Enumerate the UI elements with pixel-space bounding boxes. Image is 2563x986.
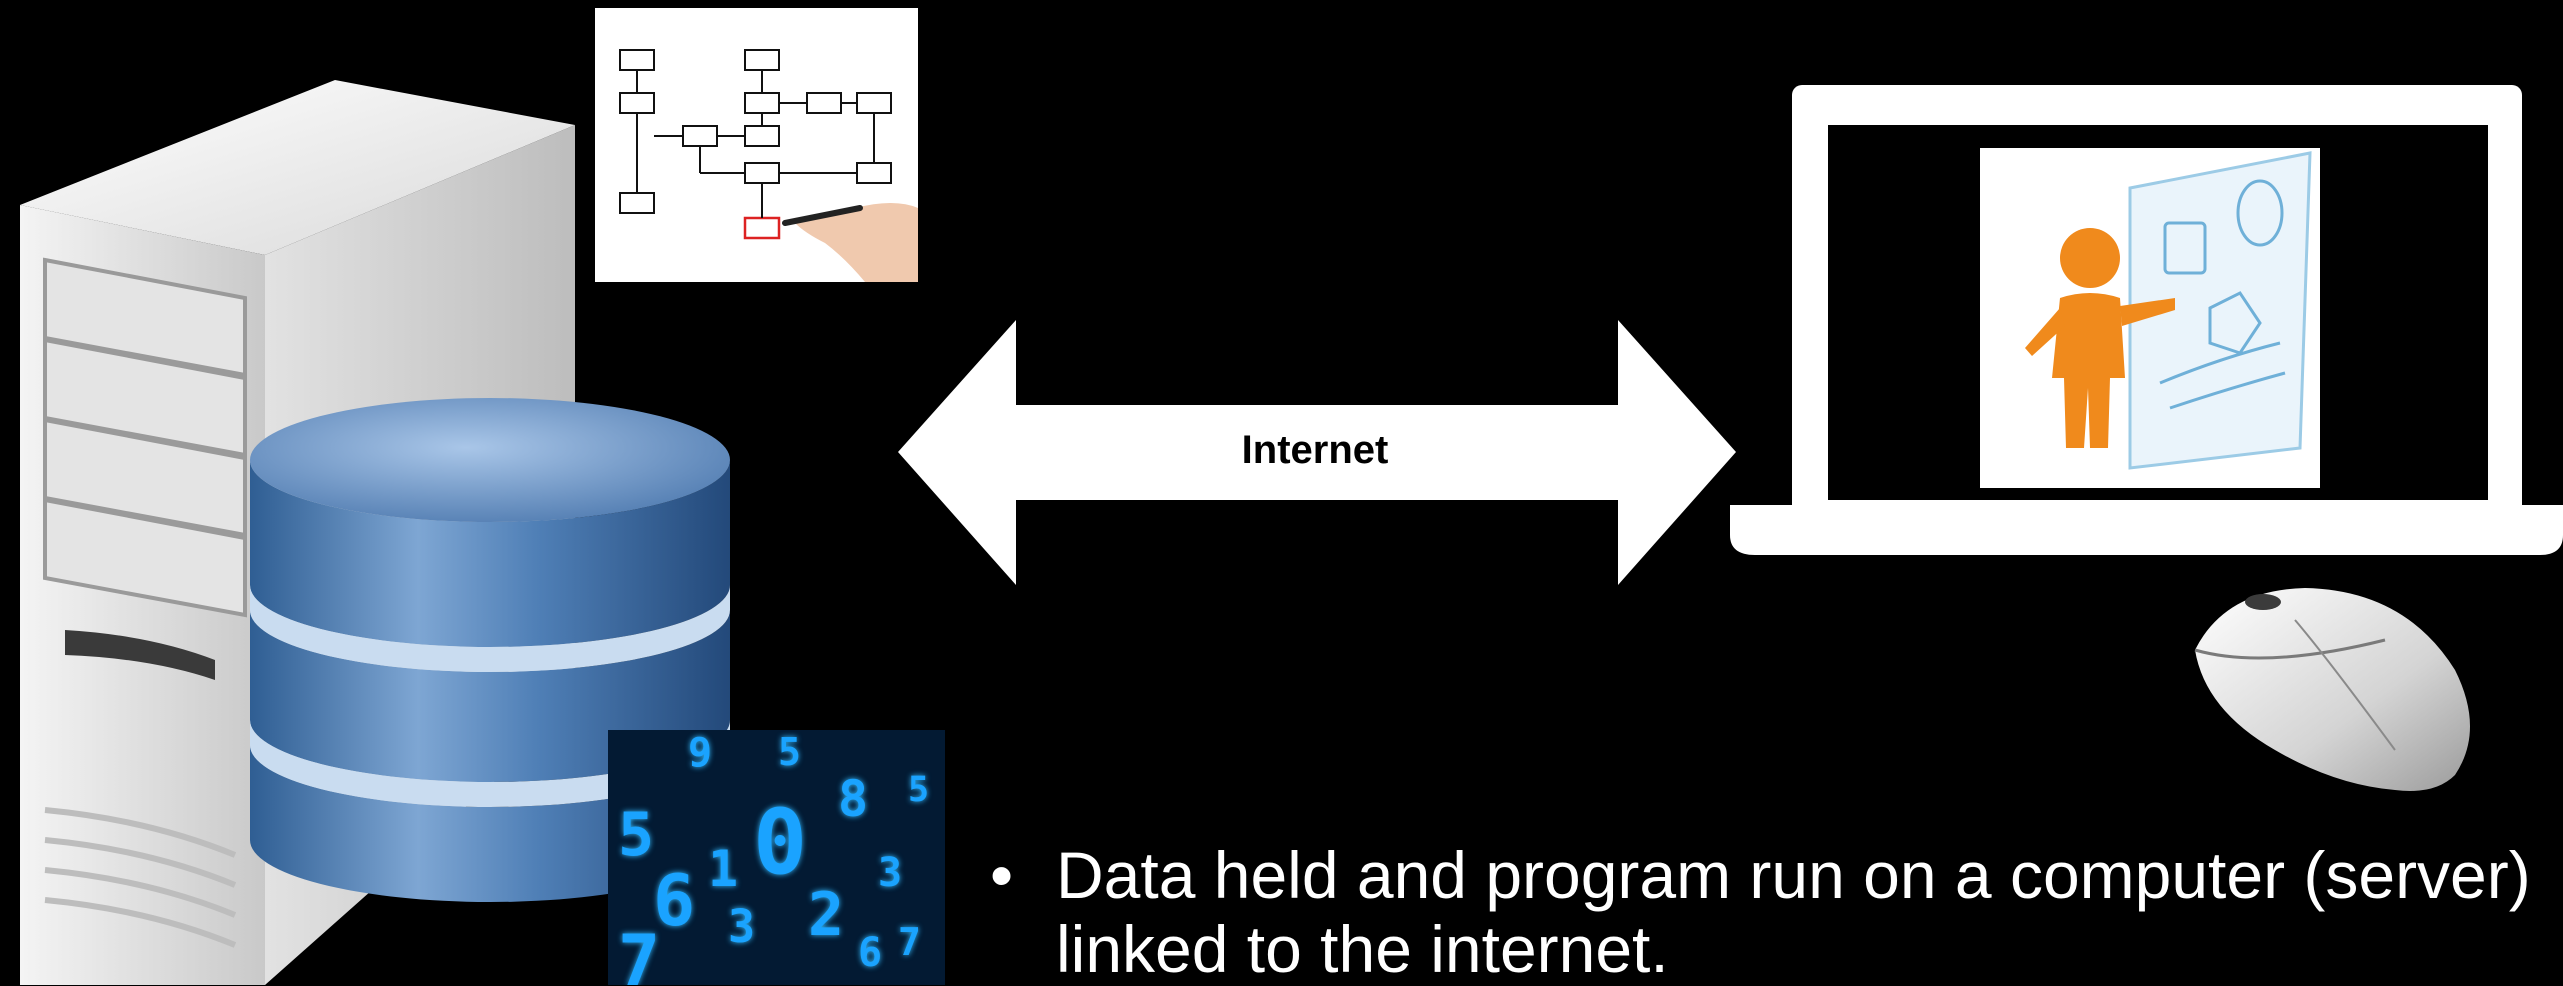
bullet-item: • Data held and program run on a computer… — [990, 838, 2550, 912]
double-headed-arrow-icon — [898, 320, 1736, 585]
bullet-list: • Data held and program run on a computer… — [990, 838, 2550, 986]
digital-numbers-icon: 5 6 1 0 8 3 2 3 5 9 5 7 6 7 — [608, 730, 945, 985]
bullet-text-line-2: linked to the internet. — [1056, 912, 1669, 986]
bullet-dot: • — [990, 838, 1014, 912]
presenter-figure-icon — [1980, 148, 2320, 488]
bullet-text-line-1: Data held and program run on a computer … — [1056, 838, 2531, 912]
flowchart-drawing-icon — [595, 8, 918, 282]
computer-mouse-icon — [2185, 580, 2485, 800]
arrow-label: Internet — [1241, 428, 1389, 472]
bullet-item-continuation: linked to the internet. — [990, 912, 2550, 986]
